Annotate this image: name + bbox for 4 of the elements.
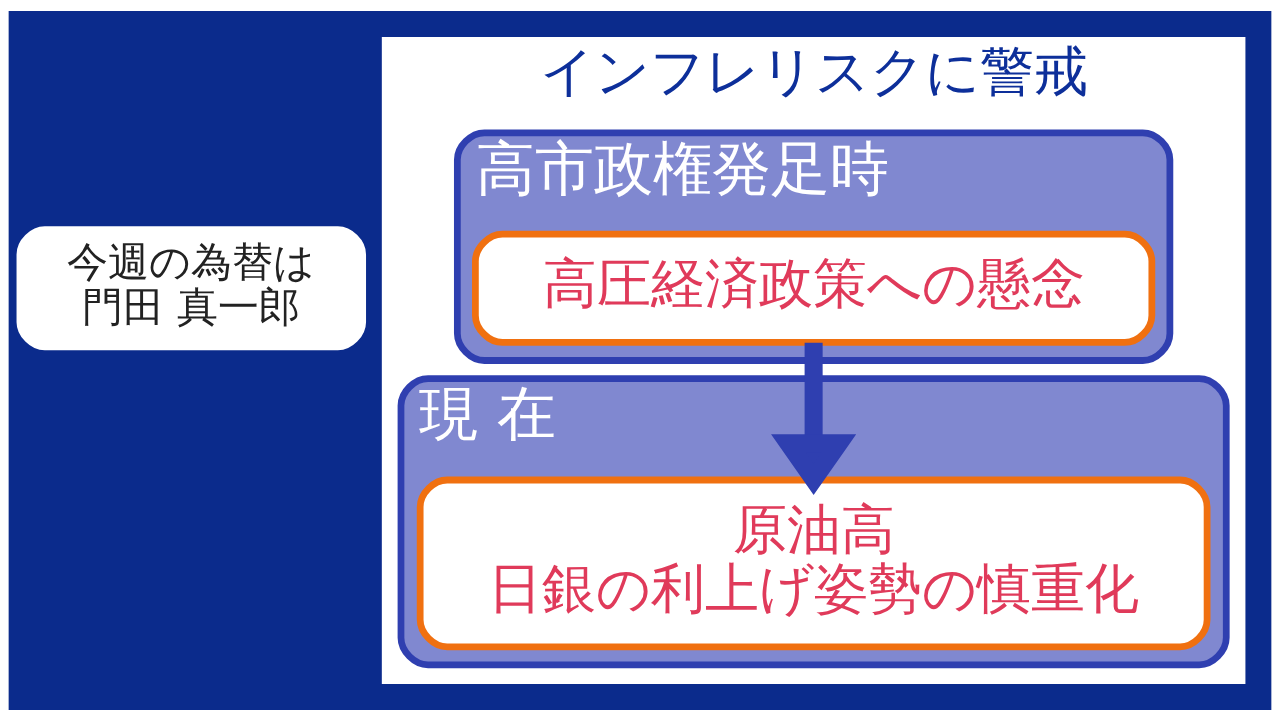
node-box: 高圧経済政策への懸念 (472, 230, 1156, 346)
node-box: 今週の為替は 門田 真一郎 (16, 225, 367, 350)
node-box: 原油高 日銀の利上げ姿勢の慎重化 (416, 476, 1211, 650)
arrow (771, 342, 857, 495)
